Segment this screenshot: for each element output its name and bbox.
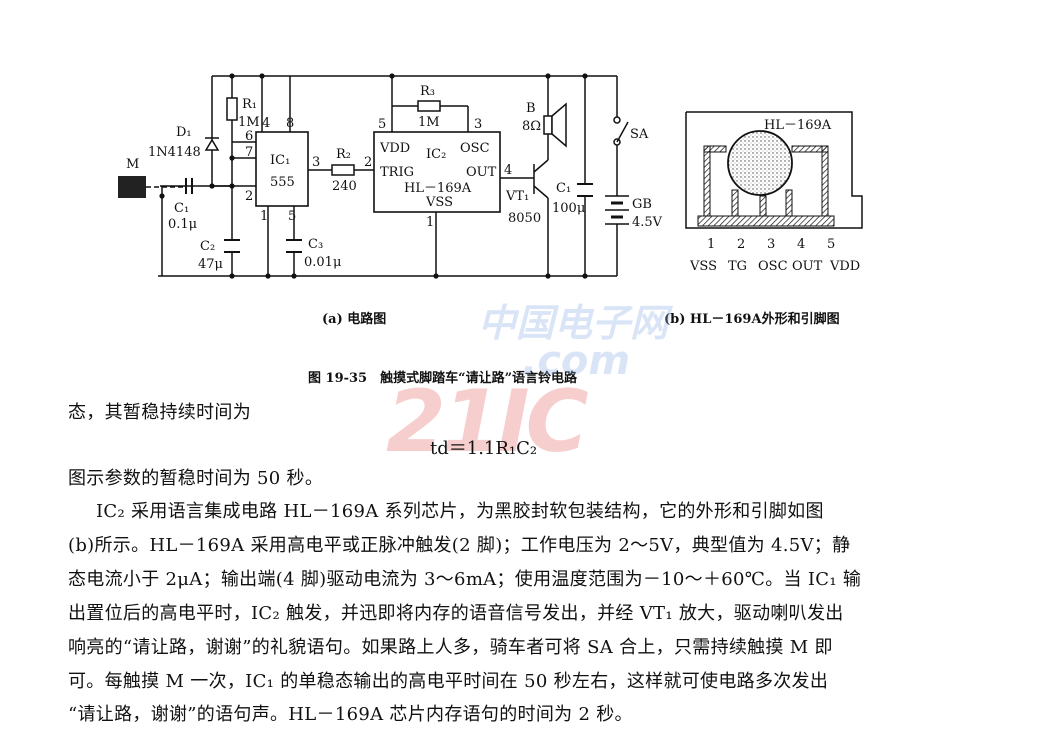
label-c2: C₂ — [200, 239, 215, 254]
label-r2-value: 240 — [332, 179, 357, 194]
label-ic2-out: OUT — [466, 165, 497, 180]
label-c2-value: 47μ — [198, 257, 223, 272]
label-chip-name: HL－169A — [764, 118, 832, 133]
paragraph-line: (b)所示。HL－169A 采用高电平或正脉冲触发(2 脚)；工作电压为 2～5… — [68, 535, 851, 556]
label-vt1-part: 8050 — [508, 211, 541, 226]
label-r3: R₃ — [420, 84, 435, 99]
figure-title: 图 19-35 触摸式脚踏车“请让路”语言铃电路 — [308, 370, 578, 386]
label-ic2-vdd: VDD — [379, 141, 410, 156]
paragraph-line: 响亮的“请让路，谢谢”的礼貌语句。如果路上人多，骑车者可将 SA 合上，只需持续… — [68, 637, 833, 658]
label-r1-value: 1M — [238, 115, 260, 130]
label-sa: SA — [630, 127, 649, 142]
paragraph-line: 态电流小于 2μA；输出端(4 脚)驱动电流为 3～6mA；使用温度范围为－10… — [68, 569, 862, 590]
battery-gb — [605, 195, 629, 225]
label-d1-part: 1N4148 — [148, 145, 201, 160]
watermark-com: .com — [522, 338, 631, 384]
capacitor-c2 — [224, 239, 240, 253]
paragraph-line: IC₂ 采用语言集成电路 HL－169A 系列芯片，为黑胶封软包装结构，它的外形… — [96, 501, 824, 522]
pin-name: TG — [728, 259, 747, 274]
label-ic2-pin1: 1 — [426, 215, 434, 230]
pin-number: 1 — [707, 237, 715, 252]
package-outline — [685, 111, 863, 229]
pin-number: 2 — [737, 237, 745, 252]
chip-blob — [727, 130, 793, 196]
label-ic1-part: 555 — [270, 175, 295, 190]
watermark-logo: 21IC — [386, 372, 589, 472]
package-traces — [697, 145, 835, 227]
switch-sa — [613, 116, 629, 146]
label-pin7: 7 — [245, 145, 253, 160]
text-line-1: 态，其暂稳持续时间为 — [68, 402, 251, 423]
diode-d1 — [204, 137, 220, 151]
label-ic2-part: HL－169A — [404, 181, 472, 196]
label-ic2-pin2: 2 — [364, 155, 372, 170]
capacitor-100u — [577, 183, 593, 197]
junction-dots — [159, 73, 588, 279]
label-ic1-pin3: 3 — [312, 155, 320, 170]
label-ic2-pin5: 5 — [378, 117, 386, 132]
pin-number: 4 — [797, 237, 805, 252]
pin-number: 5 — [827, 237, 835, 252]
pin-name: OSC — [758, 259, 788, 274]
resistor-r1 — [226, 97, 238, 121]
label-vt1: VT₁ — [505, 189, 529, 204]
label-ic2-osc: OSC — [460, 141, 490, 156]
resistor-r3 — [417, 100, 441, 112]
figure-19-35: M D₁ 1N4148 R₁ 1M 4 8 6 7 2 1 5 3 IC₁ 55… — [118, 73, 863, 386]
label-c1: C₁ — [174, 201, 189, 216]
capacitor-c3 — [286, 239, 302, 253]
caption-a: (a) 电路图 — [322, 311, 386, 327]
touch-plate-m — [118, 176, 186, 198]
caption-b: (b) HL－169A外形和引脚图 — [664, 311, 840, 327]
label-r1: R₁ — [242, 97, 257, 112]
label-pin2: 2 — [245, 189, 253, 204]
text-line-2: 图示参数的暂稳时间为 50 秒。 — [68, 468, 324, 489]
label-c1-value: 0.1μ — [168, 217, 197, 232]
label-c3: C₃ — [308, 237, 323, 252]
label-pin1: 1 — [260, 209, 268, 224]
resistor-r2 — [331, 164, 355, 176]
capacitor-c1 — [185, 178, 193, 194]
label-d1: D₁ — [176, 125, 192, 140]
speaker-b — [543, 102, 567, 148]
label-ct-value: 100μ — [552, 201, 585, 216]
label-pin8: 8 — [286, 116, 294, 131]
label-gb-value: 4.5V — [632, 215, 663, 230]
formula: td＝1.1R₁C₂ — [430, 438, 538, 459]
pin-names: VSS TG OSC OUT VDD — [689, 259, 860, 274]
paragraph-line: 可。每触摸 M 一次，IC₁ 的单稳态输出的高电平时间在 50 秒左右，这样就可… — [68, 671, 829, 692]
label-speaker-value: 8Ω — [522, 119, 541, 134]
label-r2: R₂ — [336, 147, 351, 162]
pin-numbers: 1 2 3 4 5 — [707, 237, 835, 252]
pin-name: VSS — [689, 259, 717, 274]
label-pin4: 4 — [262, 116, 270, 131]
ic1-555-box — [255, 131, 309, 207]
label-pin6: 6 — [245, 129, 253, 144]
pin-name: VDD — [829, 259, 860, 274]
paragraph-line: 出置位后的高电平时，IC₂ 触发，并迅即将内存的语音信号发出，并经 VT₁ 放大… — [68, 603, 844, 624]
label-ic2-pin3: 3 — [474, 117, 482, 132]
paragraph-line: “请让路，谢谢”的语句声。HL－169A 芯片内存语句的时间为 2 秒。 — [68, 704, 633, 725]
pin-name: OUT — [792, 259, 823, 274]
label-ic2-vss: VSS — [425, 195, 453, 210]
label-ct: C₁ — [556, 181, 571, 196]
watermark-cn: 中国电子网 — [478, 301, 669, 345]
label-ic2-trig: TRIG — [380, 165, 414, 180]
label-ic2-pin4: 4 — [504, 163, 512, 178]
label-r3-value: 1M — [418, 115, 440, 130]
label-gb: GB — [632, 197, 652, 212]
label-pin5: 5 — [288, 209, 296, 224]
label-ic2: IC₂ — [426, 147, 446, 162]
label-ic1: IC₁ — [270, 153, 290, 168]
pin-number: 3 — [767, 237, 775, 252]
label-speaker-b: B — [526, 101, 536, 116]
label-c3-value: 0.01μ — [304, 255, 341, 270]
label-m: M — [126, 157, 139, 172]
ic2-box — [373, 131, 501, 213]
